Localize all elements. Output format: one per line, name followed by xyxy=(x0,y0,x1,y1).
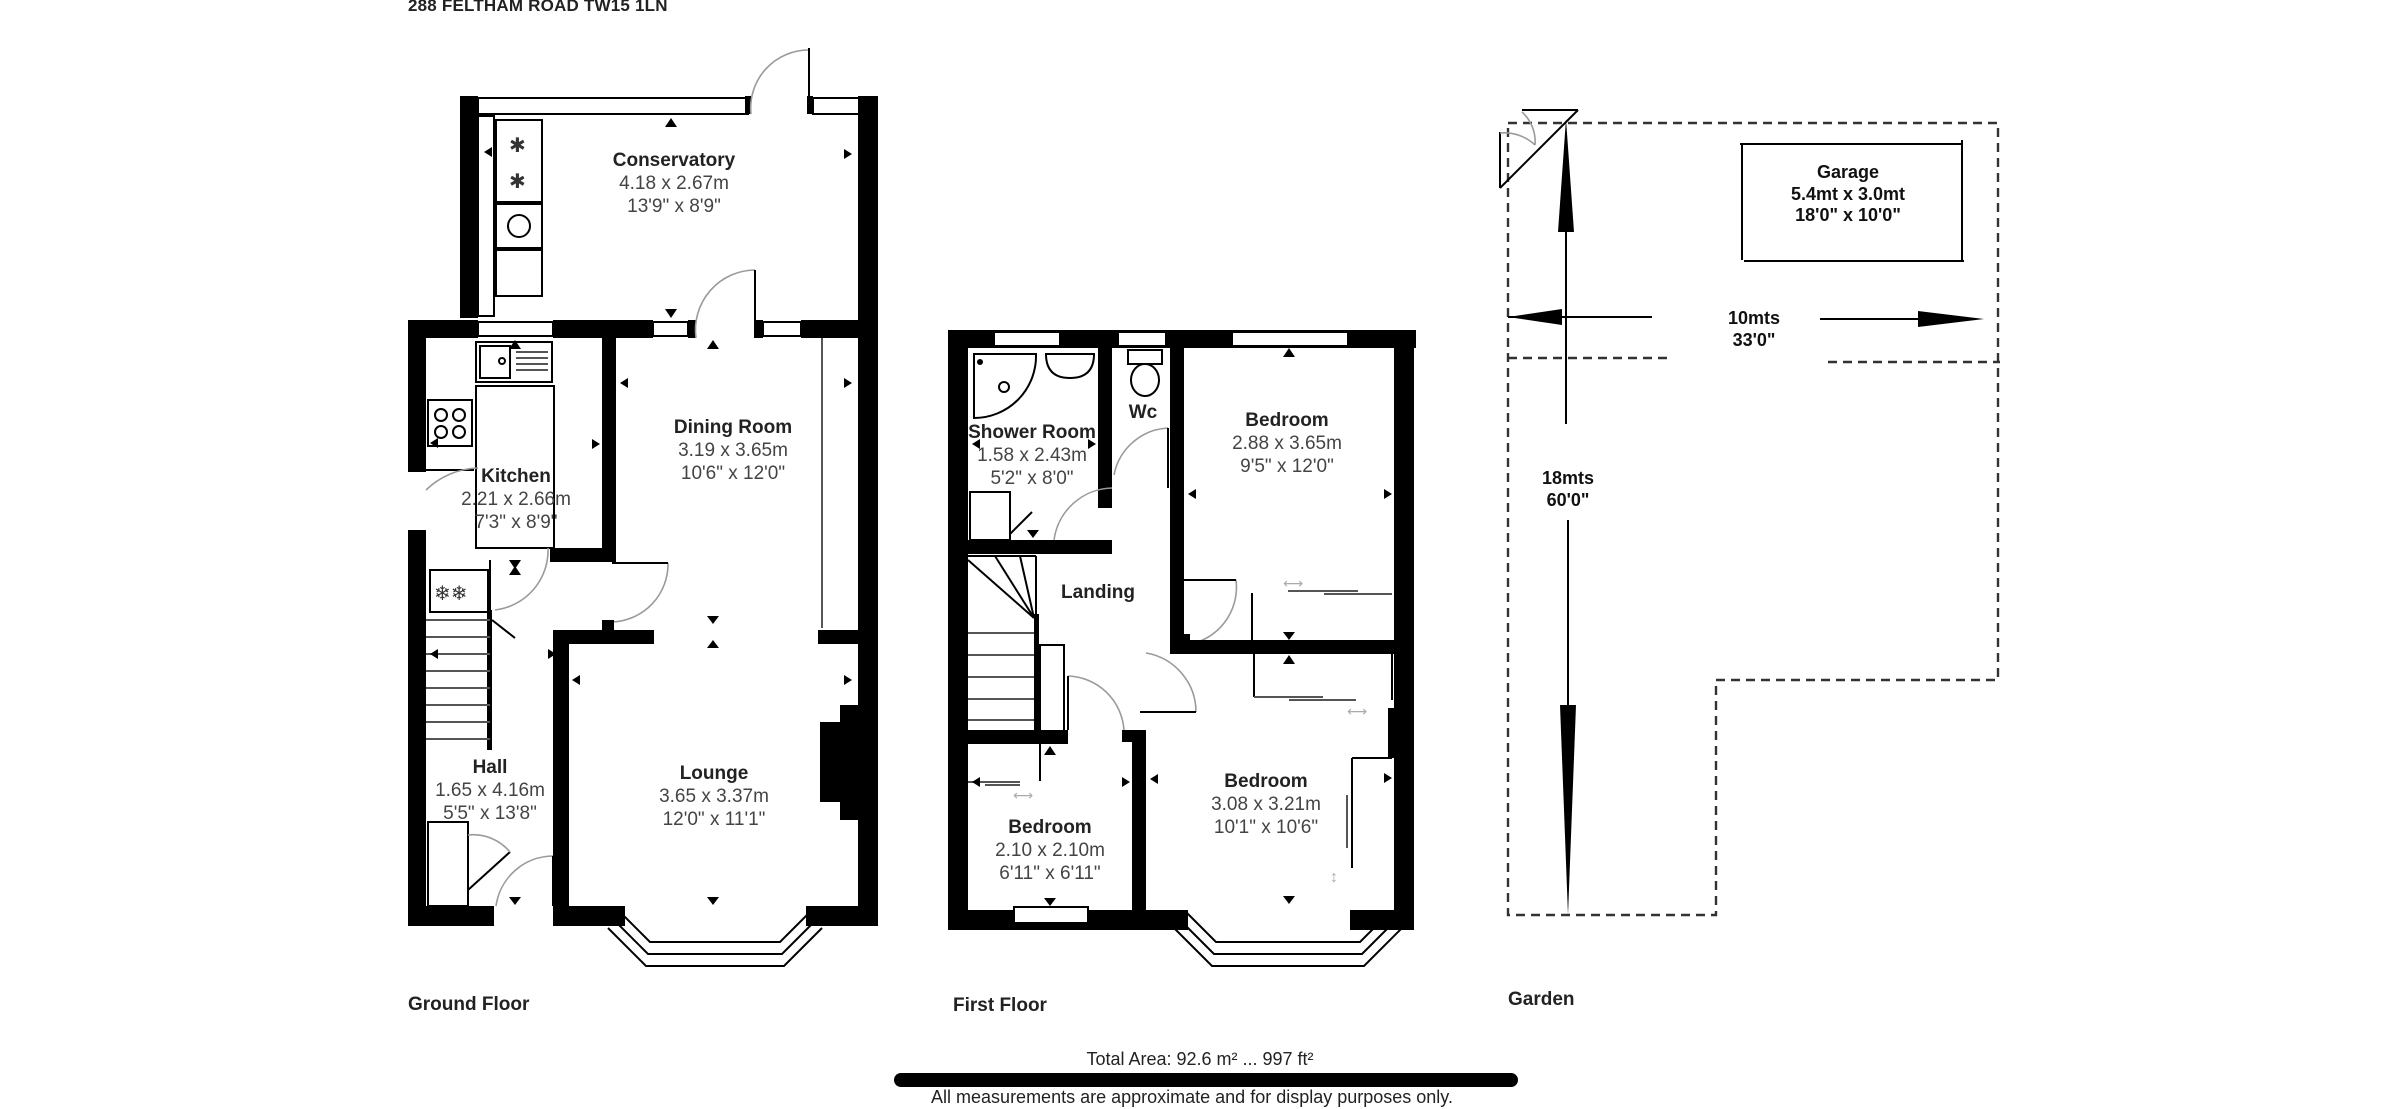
room-name: Bedroom xyxy=(1245,410,1329,431)
floor-label-first: First Floor xyxy=(953,995,1047,1016)
room-dimensions-imperial: 10'6" x 12'0" xyxy=(680,462,786,484)
room-dimensions-metric: 3.65 x 3.37m xyxy=(659,785,769,807)
room-label-bedroom-1: Bedroom 2.88 x 3.65m 9'5" x 12'0" xyxy=(1232,410,1342,478)
room-label-lounge: Lounge 3.65 x 3.37m 12'0" x 11'1" xyxy=(659,763,769,831)
floor-label-garden: Garden xyxy=(1508,989,1575,1010)
room-label-bedroom-3: Bedroom 3.08 x 3.21m 10'1" x 10'6" xyxy=(1211,771,1321,839)
svg-text:✱: ✱ xyxy=(509,171,526,193)
room-dimensions-imperial: 5'5" x 13'8" xyxy=(443,802,537,824)
svg-text:⟷: ⟷ xyxy=(1347,703,1367,719)
room-dimensions-imperial: 12'0" x 11'1" xyxy=(662,808,766,830)
garage-name: Garage xyxy=(1816,162,1880,182)
room-name: Shower Room xyxy=(968,422,1096,443)
room-dimensions-metric: 2.10 x 2.10m xyxy=(995,839,1105,861)
svg-text:❄❄: ❄❄ xyxy=(434,583,468,605)
svg-text:↕: ↕ xyxy=(1330,869,1338,886)
room-label-bedroom-2: Bedroom 2.10 x 2.10m 6'11" x 6'11" xyxy=(995,817,1105,885)
room-dimensions-imperial: 7'3" x 8'9" xyxy=(474,511,558,533)
room-name: Kitchen xyxy=(481,466,551,487)
room-dimensions-imperial: 5'2" x 8'0" xyxy=(990,467,1074,489)
room-name: Hall xyxy=(472,757,508,778)
svg-text:✱: ✱ xyxy=(509,135,526,157)
room-dimensions-metric: 3.08 x 3.21m xyxy=(1211,793,1321,815)
room-label-wc: Wc xyxy=(1129,402,1158,425)
garden-width-metric: 10mts xyxy=(1727,308,1781,328)
room-dimensions-imperial: 10'1" x 10'6" xyxy=(1213,816,1319,838)
garden-length-metric: 18mts xyxy=(1541,468,1595,488)
garden-length-label: 18mts 60'0" xyxy=(1542,468,1594,511)
garage-dimensions-imperial: 18'0" x 10'0" xyxy=(1795,205,1901,226)
room-name: Conservatory xyxy=(612,150,736,171)
room-label-hall: Hall 1.65 x 4.16m 5'5" x 13'8" xyxy=(435,757,545,825)
svg-text:⟷: ⟷ xyxy=(1013,787,1033,803)
room-name: Bedroom xyxy=(1224,771,1308,792)
total-area: Total Area: 92.6 m² ... 997 ft² xyxy=(1086,1049,1314,1069)
room-dimensions-metric: 2.88 x 3.65m xyxy=(1232,432,1342,454)
room-dimensions-imperial: 13'9" x 8'9" xyxy=(627,195,721,217)
room-name: Bedroom xyxy=(1008,817,1092,838)
room-dimensions-metric: 2.21 x 2.66m xyxy=(461,488,571,510)
first-floor-plan: ⟷ ⟷ ⟷ ↕ xyxy=(948,330,1416,967)
garage-dimensions-metric: 5.4mt x 3.0mt xyxy=(1790,183,1906,204)
property-address-title: 288 FELTHAM ROAD TW15 1LN xyxy=(408,0,668,15)
room-dimensions-metric: 4.18 x 2.67m xyxy=(619,172,729,194)
room-name: Dining Room xyxy=(673,417,793,438)
room-name: Lounge xyxy=(679,763,749,784)
garden-width-label: 10mts 33'0" xyxy=(1728,308,1780,351)
room-label-dining-room: Dining Room 3.19 x 3.65m 10'6" x 12'0" xyxy=(674,417,792,485)
room-name: Wc xyxy=(1128,402,1158,423)
footer-divider-bar xyxy=(894,1073,1518,1087)
svg-text:⟷: ⟷ xyxy=(1283,575,1303,591)
garden-length-imperial: 60'0" xyxy=(1546,489,1590,510)
room-label-shower-room: Shower Room 1.58 x 2.43m 5'2" x 8'0" xyxy=(968,422,1096,490)
room-dimensions-metric: 3.19 x 3.65m xyxy=(678,439,788,461)
room-label-kitchen: Kitchen 2.21 x 2.66m 7'3" x 8'9" xyxy=(461,466,571,534)
garage-label: Garage 5.4mt x 3.0mt 18'0" x 10'0" xyxy=(1791,162,1905,227)
disclaimer-text: All measurements are approximate and for… xyxy=(931,1087,1453,1107)
ground-floor-plan: ✱ ✱ xyxy=(408,48,878,967)
garden-width-imperial: 33'0" xyxy=(1732,329,1776,350)
room-dimensions-metric: 1.65 x 4.16m xyxy=(435,779,545,801)
room-label-conservatory: Conservatory 4.18 x 2.67m 13'9" x 8'9" xyxy=(613,150,736,218)
room-name: Landing xyxy=(1061,582,1135,603)
room-dimensions-imperial: 6'11" x 6'11" xyxy=(999,862,1101,884)
garden-plan xyxy=(1499,109,2000,917)
room-dimensions-imperial: 9'5" x 12'0" xyxy=(1240,455,1334,477)
room-label-landing: Landing xyxy=(1061,582,1135,605)
floor-label-ground: Ground Floor xyxy=(408,994,530,1015)
room-dimensions-metric: 1.58 x 2.43m xyxy=(977,444,1087,466)
